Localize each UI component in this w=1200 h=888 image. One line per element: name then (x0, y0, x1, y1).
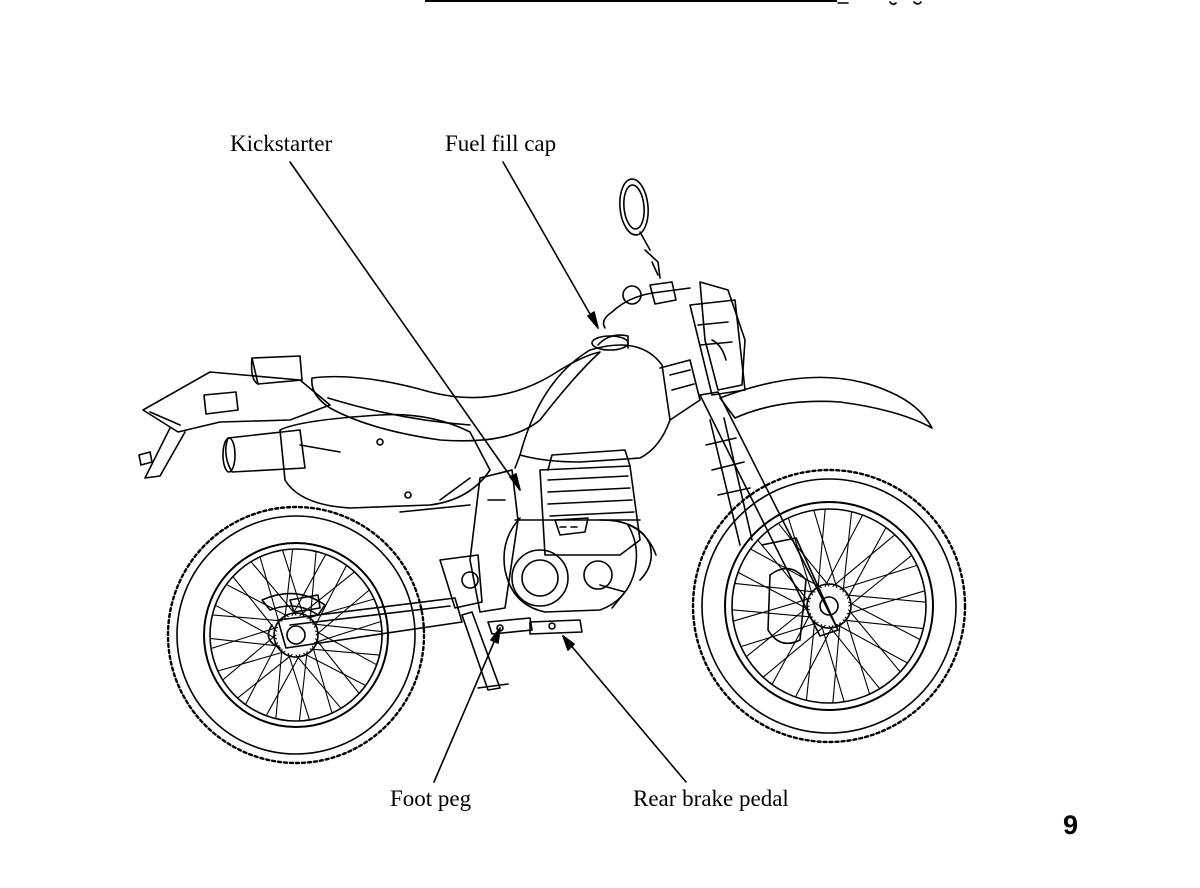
spoke (298, 651, 308, 722)
header-rule (425, 0, 837, 2)
spoke (291, 553, 327, 616)
spoke (275, 648, 283, 720)
spoke (848, 601, 921, 641)
spoke (839, 564, 918, 590)
spoke (287, 652, 311, 721)
spoke (295, 654, 342, 709)
spoke (832, 622, 841, 704)
spoke (842, 619, 924, 630)
muffler (222, 429, 341, 473)
spoke (312, 623, 383, 633)
foot-peg-label: Foot peg (390, 786, 472, 811)
fuel-fill-cap-label: Fuel fill cap (445, 131, 557, 156)
spoke (315, 630, 378, 666)
spoke (848, 554, 913, 607)
spoke (832, 534, 896, 587)
foot-peg-part (487, 617, 533, 635)
brake-pedal-part (529, 619, 583, 635)
spoke (265, 654, 301, 717)
spoke (771, 613, 812, 686)
fuel-tank (514, 334, 701, 469)
spoke (210, 626, 279, 650)
spoke (312, 645, 333, 714)
spoke (214, 604, 277, 640)
spoke (846, 526, 887, 599)
spoke (828, 625, 881, 690)
rear-wheel (166, 505, 426, 765)
spoke (303, 652, 367, 687)
spoke (845, 594, 927, 603)
spoke (820, 623, 845, 703)
spoke (845, 616, 871, 695)
frame (399, 469, 519, 613)
rear-fender (138, 355, 331, 479)
spoke (824, 514, 864, 587)
spoke (313, 564, 348, 628)
spoke (309, 648, 381, 656)
spoke (842, 511, 853, 593)
spoke (757, 539, 810, 603)
spoke (794, 625, 834, 698)
spoke (222, 634, 277, 681)
spoke (762, 625, 826, 678)
handlebar (602, 178, 691, 329)
spoke (732, 597, 812, 622)
spoke (817, 508, 826, 590)
spoke (740, 622, 819, 648)
spoke (805, 619, 816, 701)
spoke (846, 590, 926, 615)
spoke (315, 638, 360, 694)
leader-lines (289, 161, 687, 783)
side-panel (279, 413, 491, 509)
front-wheel (691, 468, 967, 744)
kickstarter-label: Kickstarter (230, 131, 333, 156)
spoke (836, 623, 909, 664)
seat (311, 351, 601, 442)
spoke (813, 509, 838, 589)
rear-brake-pedal-label: Rear brake pedal (633, 786, 789, 811)
spoke (281, 549, 305, 618)
side-stand (461, 611, 509, 691)
spoke (232, 576, 277, 632)
spoke (217, 651, 286, 672)
spoke (731, 609, 813, 618)
spoke (244, 642, 279, 706)
header-marks (837, 1, 922, 6)
front-fork (689, 281, 839, 637)
engine (503, 449, 657, 613)
spoke (737, 571, 810, 611)
spoke (745, 605, 810, 658)
spoke (211, 614, 283, 622)
swingarm (267, 597, 463, 649)
spoke (225, 583, 289, 618)
spoke (209, 637, 280, 647)
spoke (299, 571, 355, 616)
spoke (734, 582, 816, 593)
spoke (259, 556, 280, 625)
front-fender (719, 376, 933, 429)
spoke (313, 620, 382, 644)
page-number: 9 (1063, 810, 1079, 840)
spoke (848, 609, 901, 673)
spoke (237, 654, 293, 699)
